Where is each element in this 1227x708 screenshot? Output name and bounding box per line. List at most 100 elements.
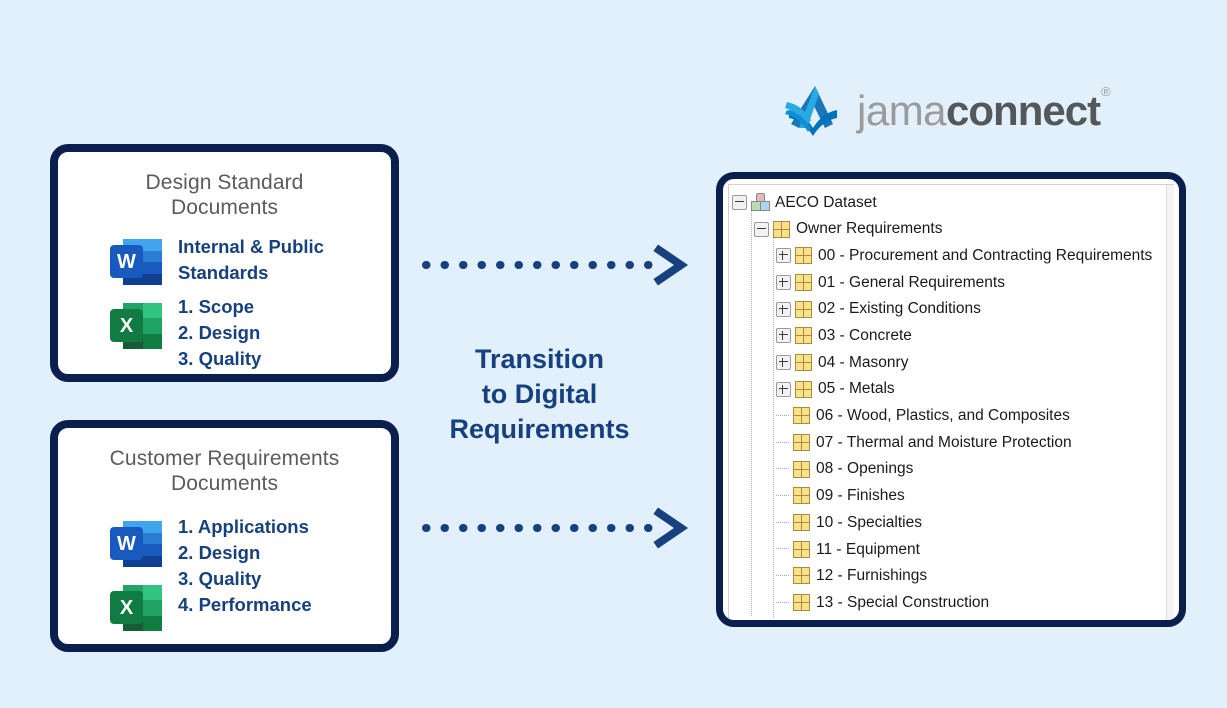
tree-guide-line xyxy=(751,211,752,616)
expand-toggle-icon[interactable] xyxy=(776,274,791,290)
transition-label-line-1: Transition xyxy=(474,344,604,374)
folder-grid-icon xyxy=(793,540,810,558)
tree-panel-inner: AECO Dataset Owner Requirements 00 - Pro… xyxy=(728,184,1174,620)
tree-row-label: 13 - Special Construction xyxy=(816,593,990,611)
collapse-toggle-icon[interactable] xyxy=(754,221,769,237)
tree-row-owner-requirements[interactable]: Owner Requirements xyxy=(729,216,1166,243)
tree-row-label: AECO Dataset xyxy=(775,193,877,211)
tree-row-label: Owner Requirements xyxy=(796,220,943,238)
requirements-tree: AECO Dataset Owner Requirements 00 - Pro… xyxy=(729,189,1166,620)
folder-grid-icon xyxy=(795,247,812,265)
expand-toggle-icon[interactable] xyxy=(776,248,791,264)
tree-row-label: 12 - Furnishings xyxy=(816,567,928,585)
folder-grid-icon xyxy=(773,220,790,238)
word-document-icon: W xyxy=(110,236,162,288)
tree-connector-icon xyxy=(776,521,789,524)
card-item-list: 1. Applications 2. Design 3. Quality 4. … xyxy=(178,514,312,618)
expand-toggle-icon[interactable] xyxy=(776,381,791,397)
jama-connect-tree-panel: AECO Dataset Owner Requirements 00 - Pro… xyxy=(716,172,1186,627)
card-body: W X Internal & Public Standards 1. Scope… xyxy=(58,220,391,372)
dotted-arrow-top xyxy=(422,244,689,286)
folder-grid-icon xyxy=(795,380,812,398)
tree-row-01[interactable]: 01 - General Requirements xyxy=(729,269,1166,296)
folder-grid-icon xyxy=(795,353,812,371)
tree-row-12[interactable]: 12 - Furnishings xyxy=(729,563,1166,590)
tree-row-00[interactable]: 00 - Procurement and Contracting Require… xyxy=(729,242,1166,269)
logo-word-jama: jama xyxy=(857,87,947,134)
list-item: 4. Performance xyxy=(178,594,312,615)
list-item: 3. Quality xyxy=(178,568,262,589)
tree-row-label: 10 - Specialties xyxy=(816,513,922,531)
jama-logo-mark-icon xyxy=(785,86,837,136)
tree-row-10[interactable]: 10 - Specialties xyxy=(729,509,1166,536)
list-item: 1. Applications xyxy=(178,516,309,537)
expand-toggle-icon[interactable] xyxy=(776,328,791,344)
tree-row-09[interactable]: 09 - Finishes xyxy=(729,483,1166,510)
tree-row-label: 08 - Openings xyxy=(816,460,914,478)
tree-row-13[interactable]: 13 - Special Construction xyxy=(729,589,1166,616)
tree-row-label: 01 - General Requirements xyxy=(818,273,1005,291)
tree-connector-icon xyxy=(776,468,789,470)
card-lead-text: Internal & Public Standards xyxy=(178,234,324,286)
logo-word-connect: connect xyxy=(946,87,1101,134)
tree-row-08[interactable]: 08 - Openings xyxy=(729,456,1166,483)
collapse-toggle-icon[interactable] xyxy=(732,194,747,210)
tree-row-06[interactable]: 06 - Wood, Plastics, and Composites xyxy=(729,403,1166,430)
tree-connector-icon xyxy=(776,494,789,497)
tree-connector-icon xyxy=(776,441,789,444)
tree-row-07[interactable]: 07 - Thermal and Moisture Protection xyxy=(729,429,1166,456)
list-item: 2. Design xyxy=(178,542,261,563)
jama-connect-wordmark: jamaconnect® xyxy=(857,85,1111,134)
tree-connector-icon xyxy=(776,414,789,417)
tree-row-label: 06 - Wood, Plastics, and Composites xyxy=(816,407,1070,425)
word-document-icon: W xyxy=(110,518,162,570)
card-title-line-2: Documents xyxy=(170,196,279,219)
tree-row-04[interactable]: 04 - Masonry xyxy=(729,349,1166,376)
tree-row-label: 09 - Finishes xyxy=(816,487,905,505)
excel-icon-letter: X xyxy=(110,591,143,624)
card-title-line-1: Design Standard xyxy=(145,171,304,194)
tree-scrollbar[interactable] xyxy=(1166,185,1174,620)
card-item-list: 1. Scope 2. Design 3. Quality xyxy=(178,294,324,372)
tree-guide-line xyxy=(773,237,774,617)
word-icon-letter: W xyxy=(110,245,143,278)
folder-grid-icon xyxy=(793,460,810,478)
transition-label: Transition to Digital Requirements xyxy=(432,342,647,447)
excel-document-icon: X xyxy=(110,300,162,352)
word-icon-letter: W xyxy=(110,527,143,560)
folder-grid-icon xyxy=(793,567,810,585)
folder-grid-icon xyxy=(795,300,812,318)
card-lead-line-1: Internal & Public xyxy=(178,236,324,257)
tree-connector-icon xyxy=(776,601,789,604)
tree-row-label: 04 - Masonry xyxy=(818,353,909,371)
tree-row-label: 05 - Metals xyxy=(818,380,895,398)
excel-icon-letter: X xyxy=(110,309,143,342)
list-item: 3. Quality xyxy=(178,348,262,369)
folder-grid-icon xyxy=(795,327,812,345)
expand-toggle-icon[interactable] xyxy=(776,301,791,317)
expand-toggle-icon[interactable] xyxy=(776,354,791,370)
tree-row-label: 00 - Procurement and Contracting Require… xyxy=(818,246,1153,264)
card-title-line-1: Customer Requirements xyxy=(109,447,340,470)
dotted-arrow-bottom xyxy=(422,507,689,549)
tree-row-label: 03 - Concrete xyxy=(818,327,912,345)
transition-label-line-3: Requirements xyxy=(449,414,630,444)
card-text-column: Internal & Public Standards 1. Scope 2. … xyxy=(178,230,324,372)
tree-row-02[interactable]: 02 - Existing Conditions xyxy=(729,296,1166,323)
tree-row-label: 07 - Thermal and Moisture Protection xyxy=(816,433,1072,451)
card-lead-line-2: Standards xyxy=(178,262,269,283)
card-text-column: 1. Applications 2. Design 3. Quality 4. … xyxy=(178,512,312,618)
jama-connect-logo: jamaconnect® xyxy=(785,84,1111,138)
folder-grid-icon xyxy=(793,594,810,612)
tree-row-label: 02 - Existing Conditions xyxy=(818,300,981,318)
tree-row-label: 11 - Equipment xyxy=(816,540,920,558)
tree-row-aeco-dataset[interactable]: AECO Dataset xyxy=(729,189,1166,216)
tree-row-03[interactable]: 03 - Concrete xyxy=(729,322,1166,349)
arrow-head-icon xyxy=(653,507,689,549)
tree-row-partial[interactable] xyxy=(729,616,1166,620)
tree-row-05[interactable]: 05 - Metals xyxy=(729,376,1166,403)
design-standard-documents-card: Design Standard Documents W X Internal &… xyxy=(50,144,399,382)
folder-grid-icon xyxy=(793,487,810,505)
tree-row-11[interactable]: 11 - Equipment xyxy=(729,536,1166,563)
